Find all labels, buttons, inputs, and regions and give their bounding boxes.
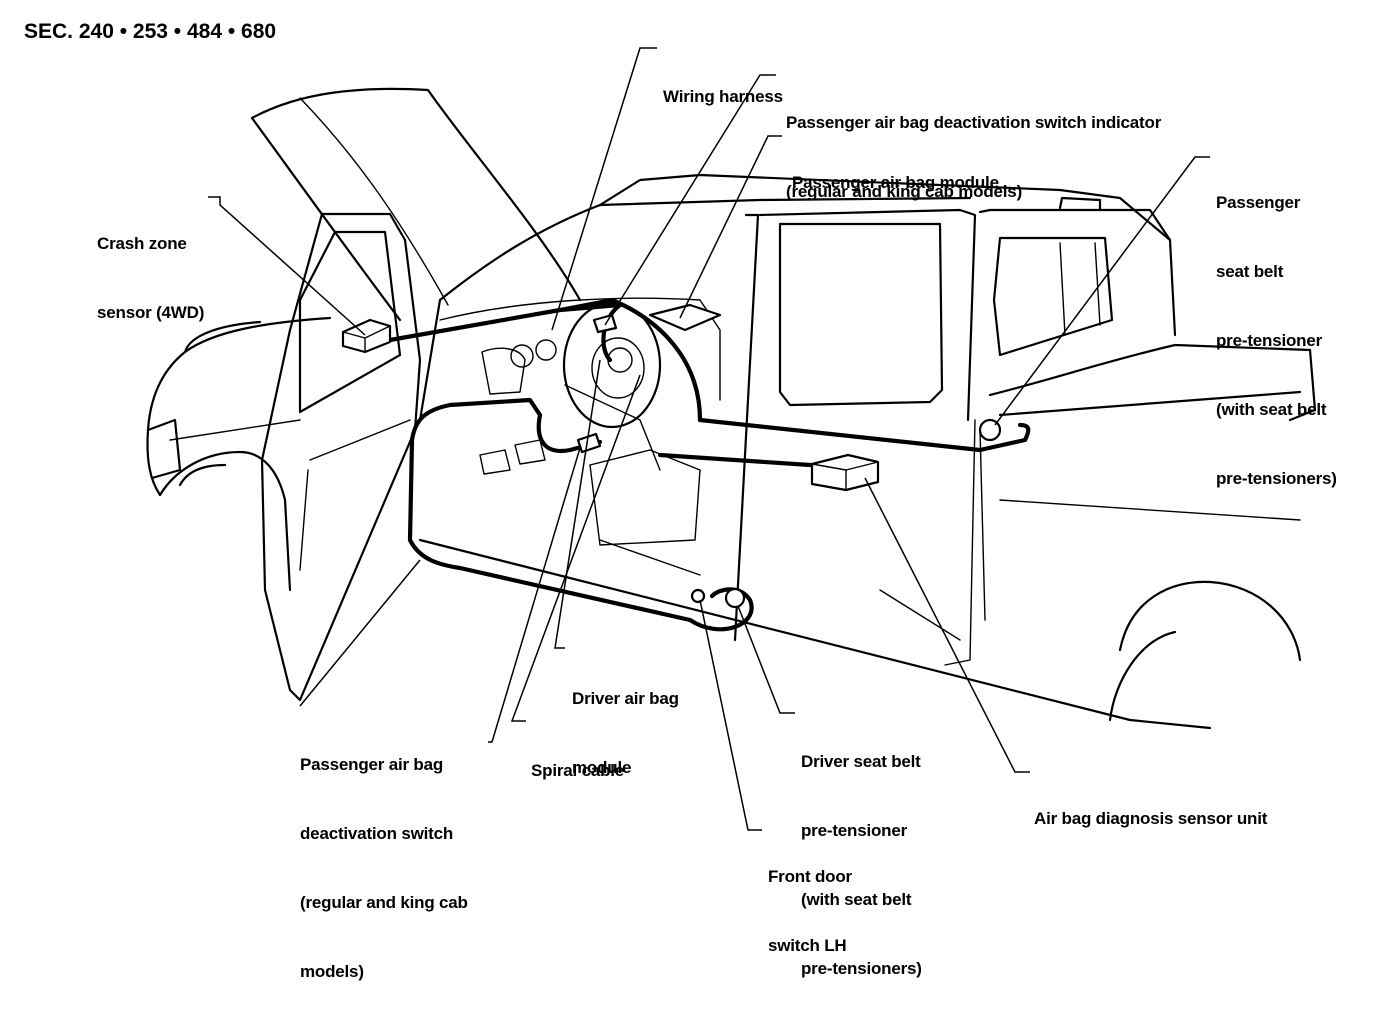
passenger-airbag-module-box bbox=[648, 303, 722, 332]
label-driver-airbag-module: Driver air bag module bbox=[572, 689, 679, 777]
label-passenger-airbag-module: Passenger air bag module bbox=[792, 173, 999, 192]
deactivation-switch-box bbox=[576, 432, 602, 454]
section-title: SEC. 240 • 253 • 484 • 680 bbox=[24, 20, 277, 43]
diagnosis-sensor-unit-box bbox=[810, 453, 880, 492]
crash-zone-sensor-box bbox=[341, 318, 392, 354]
open-driver-door bbox=[260, 212, 422, 702]
airbag-system-diagram: SEC. 240 • 253 • 484 • 680 bbox=[24, 20, 1337, 981]
label-wiring-harness: Wiring harness bbox=[663, 87, 783, 106]
label-passenger-seatbelt-pretensioner: Passenger seat belt pre-tensioner (with … bbox=[1216, 193, 1337, 488]
rear-body bbox=[418, 343, 1317, 730]
label-passenger-switch-indicator: Passenger air bag deactivation switch in… bbox=[786, 113, 1162, 201]
truck-illustration bbox=[146, 47, 1317, 831]
label-crash-zone-sensor: Crash zone sensor (4WD) bbox=[97, 234, 205, 322]
cab bbox=[418, 173, 1177, 642]
label-passenger-deactivation-switch: Passenger air bag deactivation switch (r… bbox=[300, 755, 468, 981]
label-front-door-switch: Front door switch LH bbox=[768, 867, 852, 955]
front-end bbox=[146, 316, 332, 592]
switch-indicator-box bbox=[592, 313, 618, 334]
open-hood bbox=[250, 87, 582, 322]
label-spiral-cable: Spiral cable bbox=[531, 761, 625, 780]
dashboard bbox=[439, 297, 721, 576]
wiring-harness-lines bbox=[387, 297, 1031, 632]
leader-lines bbox=[208, 47, 1210, 831]
label-airbag-diagnosis-sensor-unit: Air bag diagnosis sensor unit bbox=[1034, 809, 1268, 828]
